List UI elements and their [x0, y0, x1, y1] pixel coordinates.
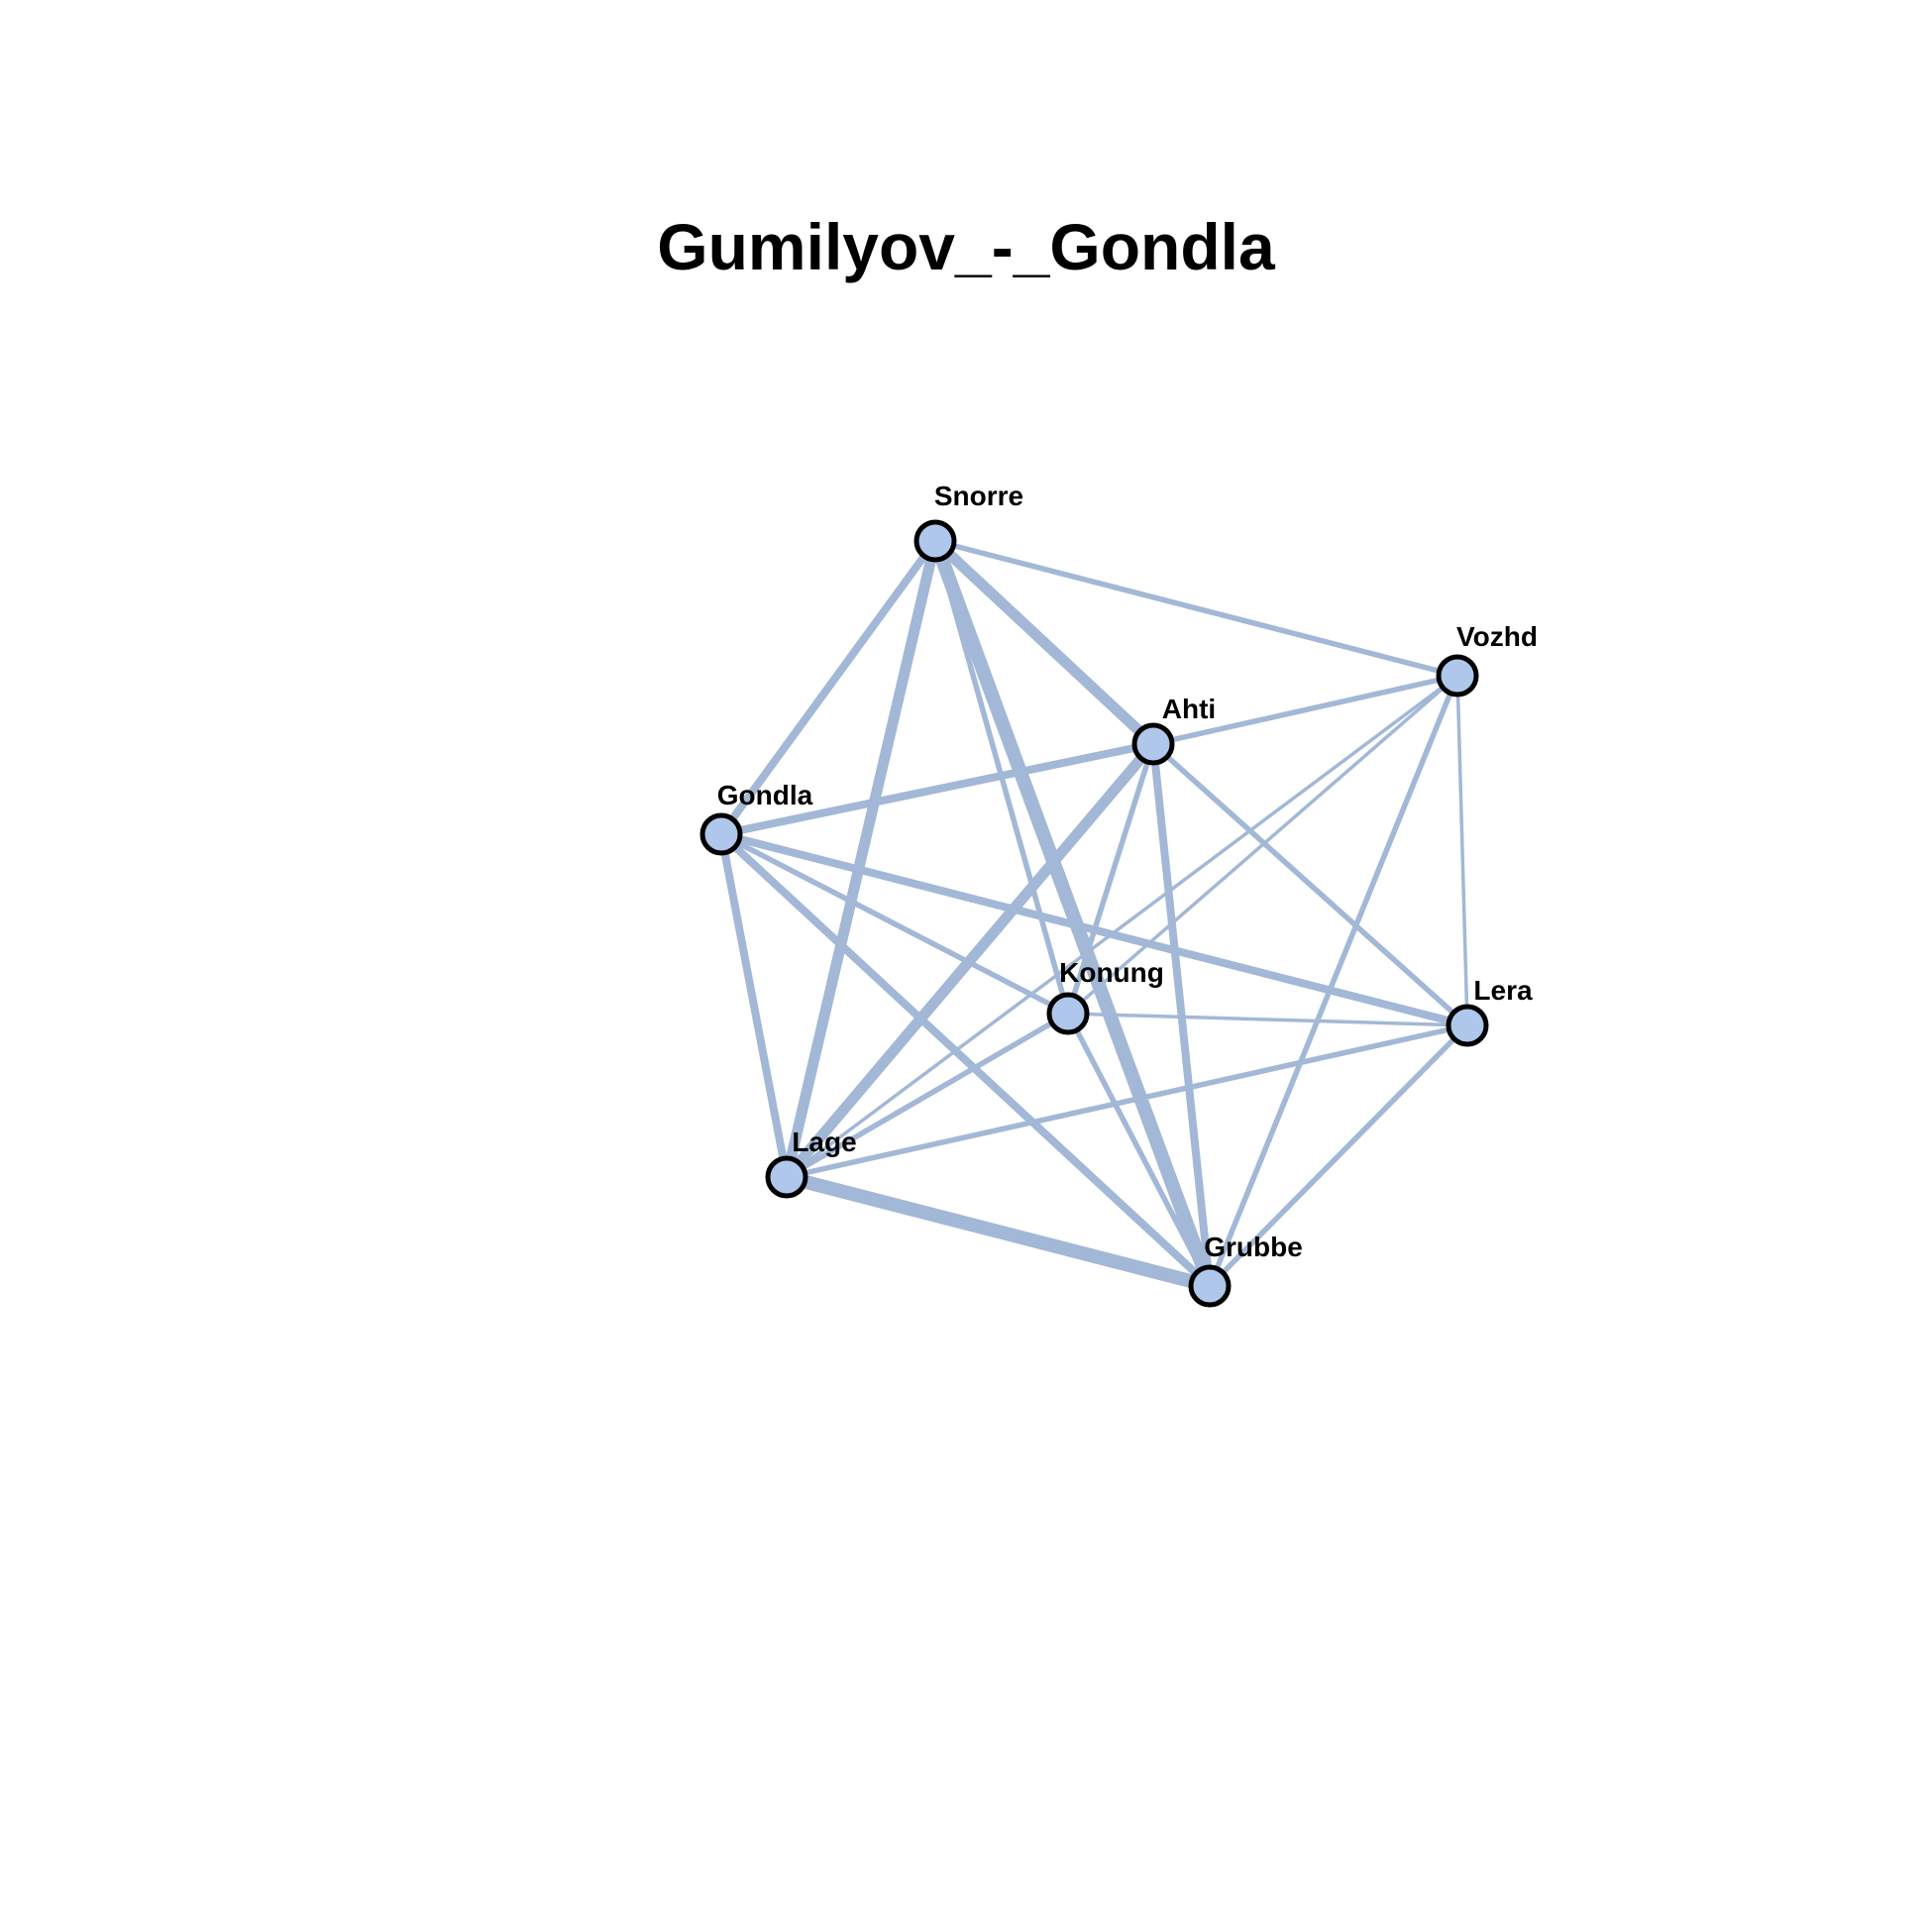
node-lage: Lage	[765, 1127, 857, 1199]
edge-ahti-lera	[1150, 741, 1470, 1028]
edge-gondla-konung	[718, 831, 1071, 1017]
edge-gondla-lage	[717, 830, 791, 1181]
node-label-grubbe: Grubbe	[1204, 1232, 1303, 1262]
edge-konung-grubbe	[1065, 1011, 1213, 1289]
node-circle-konung	[1046, 992, 1090, 1035]
edge-vozhd-lage	[785, 674, 1459, 1179]
node-ahti: Ahti	[1131, 694, 1216, 766]
node-label-gondla: Gondla	[717, 780, 813, 810]
node-gondla: Gondla	[699, 780, 813, 856]
edge-snorre-vozhd	[932, 538, 1460, 679]
node-label-ahti: Ahti	[1162, 694, 1216, 724]
node-label-lera: Lera	[1473, 975, 1533, 1006]
node-label-konung: Konung	[1059, 957, 1164, 988]
edge-ahti-konung	[1065, 741, 1156, 1017]
edge-vozhd-konung	[1066, 674, 1459, 1016]
node-circle-lage	[765, 1155, 808, 1199]
graph-title: Gumilyov_-_Gondla	[657, 210, 1276, 283]
edge-snorre-lage	[781, 535, 941, 1183]
node-vozhd: Vozhd	[1436, 621, 1538, 698]
edge-lera-konung	[1066, 1012, 1469, 1027]
edge-gondla-grubbe	[717, 830, 1214, 1290]
edge-vozhd-grubbe	[1207, 673, 1460, 1289]
edge-snorre-grubbe	[928, 534, 1217, 1293]
edge-ahti-grubbe	[1149, 740, 1214, 1290]
node-grubbe: Grubbe	[1188, 1232, 1303, 1308]
node-circle-grubbe	[1188, 1264, 1232, 1308]
edges-layer	[717, 534, 1471, 1293]
node-snorre: Snorre	[913, 481, 1023, 563]
node-label-lage: Lage	[792, 1127, 856, 1157]
node-circle-vozhd	[1436, 654, 1479, 698]
node-lera: Lera	[1446, 975, 1533, 1047]
nodes-layer: SnorreVozhdAhtiGondlaKonungLeraLageGrubb…	[699, 481, 1538, 1308]
edge-lage-grubbe	[780, 1170, 1217, 1293]
node-circle-lera	[1446, 1004, 1489, 1047]
edge-snorre-ahti	[929, 535, 1159, 750]
edge-lera-grubbe	[1207, 1022, 1470, 1289]
node-label-snorre: Snorre	[934, 481, 1023, 511]
edge-konung-lage	[784, 1011, 1071, 1180]
edge-lera-lage	[784, 1022, 1470, 1180]
node-circle-ahti	[1131, 722, 1175, 766]
node-circle-snorre	[913, 519, 957, 563]
edge-snorre-gondla	[717, 537, 939, 838]
edge-gondla-ahti	[717, 740, 1157, 838]
node-label-vozhd: Vozhd	[1456, 621, 1538, 652]
node-konung: Konung	[1046, 957, 1164, 1035]
edge-ahti-vozhd	[1150, 673, 1460, 747]
node-circle-gondla	[699, 812, 743, 856]
edge-vozhd-lera	[1455, 674, 1469, 1027]
